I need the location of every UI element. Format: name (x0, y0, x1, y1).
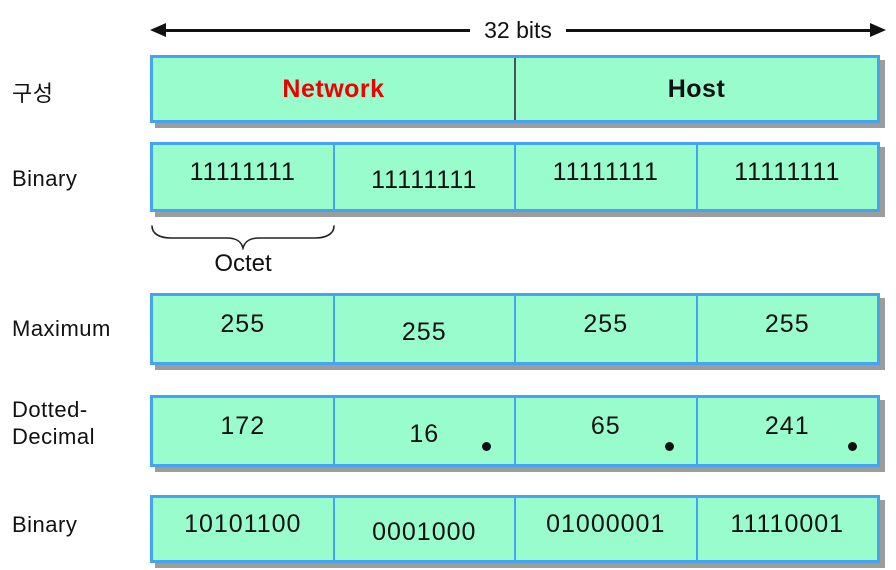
octet-value: 255 (764, 309, 810, 338)
maximum-row: 255 255 255 255 (150, 293, 880, 365)
octet-value: 255 (220, 309, 266, 338)
octet-value: 11111111 (552, 157, 659, 186)
composition-row: Network Host (150, 55, 880, 123)
octet-cell: 11111111 (514, 145, 696, 209)
octet-cell: 01000001 (514, 498, 696, 560)
arrow-left-icon (150, 23, 166, 37)
row-label-composition: 구성 (12, 81, 54, 106)
octet-value: 0001000 (372, 517, 477, 546)
network-cell: Network (153, 58, 514, 120)
octet-cell: 255 (153, 296, 333, 362)
octet-cell: 11111111 (695, 145, 878, 209)
row-label-binary-bottom: Binary (12, 512, 78, 537)
arrow-line (166, 28, 471, 32)
octet-value: 10101100 (184, 509, 302, 538)
binary-bottom-row: 10101100 0001000 01000001 11110001 (150, 495, 880, 563)
octet-value: 11111111 (189, 157, 296, 186)
octet-value: 16 (409, 419, 440, 448)
octet-cell: 172 (153, 398, 333, 464)
octet-cell: 16 (332, 398, 515, 464)
octet-value: 172 (220, 411, 266, 440)
octet-cell: 10101100 (153, 498, 333, 560)
octet-cell: 0001000 (332, 498, 515, 560)
octet-cell: 65 (514, 398, 696, 464)
host-label: Host (667, 74, 726, 103)
octet-cell: 11111111 (153, 145, 333, 209)
octet-value: 11111111 (371, 165, 478, 194)
octet-cell: 241 (695, 398, 878, 464)
row-label-binary-top: Binary (12, 166, 78, 191)
binary-top-row: 11111111 11111111 11111111 11111111 (150, 142, 880, 212)
octet-cell: 255 (695, 296, 878, 362)
octet-value: 65 (590, 411, 621, 440)
octet-cell: 11110001 (695, 498, 878, 560)
octet-label: Octet (214, 250, 272, 277)
octet-value: 01000001 (546, 509, 666, 538)
octet-value: 241 (764, 411, 810, 440)
decimal-separator-dot (482, 442, 491, 451)
octet-cell: 11111111 (332, 145, 515, 209)
dotted-decimal-row: 172 16 65 241 (150, 395, 880, 467)
row-label-dotted-line1: Dotted- (12, 397, 88, 422)
decimal-separator-dot (848, 442, 857, 451)
arrow-line (565, 28, 871, 32)
octet-value: 11110001 (730, 509, 845, 538)
row-label-dotted-decimal: Dotted- Decimal (12, 396, 95, 450)
bits-label: 32 bits (484, 16, 552, 43)
arrow-right-icon (870, 23, 887, 37)
row-label-maximum: Maximum (12, 316, 111, 341)
network-label: Network (282, 74, 385, 103)
octet-cell: 255 (514, 296, 696, 362)
row-label-dotted-line2: Decimal (12, 424, 95, 449)
octet-value: 11111111 (734, 157, 841, 186)
octet-value: 255 (583, 309, 629, 338)
decimal-separator-dot (665, 442, 674, 451)
octet-brace (151, 225, 335, 250)
octet-cell: 255 (332, 296, 515, 362)
octet-value: 255 (401, 317, 447, 346)
host-cell: Host (514, 58, 877, 120)
bits-span-arrow: 32 bits (150, 16, 887, 43)
